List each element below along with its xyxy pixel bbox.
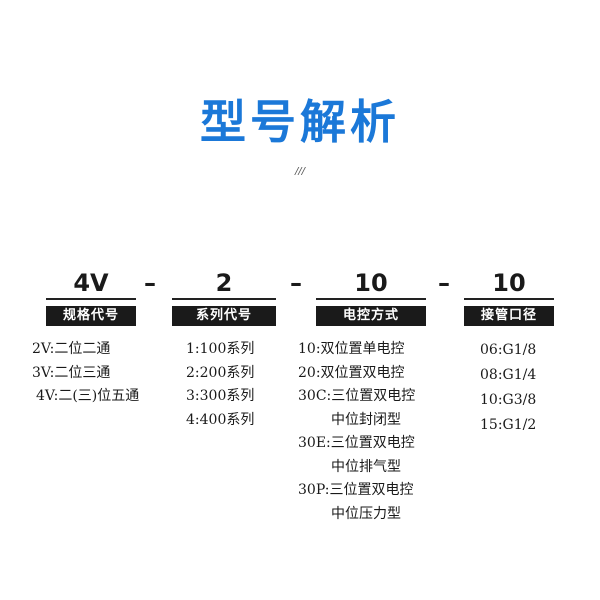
segment-rule-spec [46, 298, 136, 300]
series-option: 1:100系列 [186, 341, 255, 357]
segment-code-control: 10 [354, 269, 388, 297]
control-option-subtype: 中位封闭型 [331, 411, 401, 428]
separator-dash-1: – [144, 269, 156, 297]
control-option: 30E:三位置双电控 [298, 435, 415, 451]
spec-option: 4V:二(三)位五通 [36, 388, 140, 404]
control-option: 10:双位置单电控 [298, 341, 405, 357]
separator-dash-3: – [438, 269, 450, 297]
control-option: 30C:三位置双电控 [298, 388, 416, 404]
series-option: 4:400系列 [186, 411, 255, 428]
series-option-list: 1:100系列 2:200系列 3:300系列 4:400系列 [186, 338, 254, 432]
spec-option: 2V:二位二通 [32, 341, 111, 357]
segment-code-spec: 4V [73, 269, 109, 297]
page-title: 型号解析 [200, 95, 400, 149]
port-option-list: 06:G1/8 08:G1/4 10:G3/8 15:G1/2 [480, 338, 536, 438]
segment-code-port: 10 [492, 269, 526, 297]
control-option-subtype: 中位排气型 [331, 458, 401, 475]
control-option: 30P:三位置双电控 [298, 482, 414, 498]
segment-label-port: 接管口径 [464, 306, 554, 326]
control-option-subtype: 中位压力型 [331, 505, 401, 522]
series-option: 3:300系列 [186, 388, 255, 404]
port-option: 15:G1/2 [480, 417, 537, 433]
spec-option: 3V:二位三通 [32, 364, 111, 381]
separator-dash-2: – [290, 269, 302, 297]
series-option: 2:200系列 [186, 364, 255, 381]
control-option: 20:双位置双电控 [298, 364, 405, 381]
segment-label-control: 电控方式 [316, 306, 426, 326]
port-option: 06:G1/8 [480, 342, 537, 358]
segment-rule-port [464, 298, 554, 300]
segment-code-series: 2 [215, 269, 233, 297]
segment-label-series: 系列代号 [172, 306, 276, 326]
control-option-list: 10:双位置单电控 20:双位置双电控 30C:三位置双电控 中位封闭型 30E… [298, 338, 415, 526]
segment-rule-series [172, 298, 276, 300]
segment-label-spec: 规格代号 [46, 306, 136, 326]
port-option: 10:G3/8 [480, 392, 537, 408]
segment-rule-control [316, 298, 426, 300]
spec-option-list: 2V:二位二通 3V:二位三通 4V:二(三)位五通 [32, 338, 139, 409]
port-option: 08:G1/4 [480, 367, 537, 383]
title-divider: /// [294, 166, 306, 177]
